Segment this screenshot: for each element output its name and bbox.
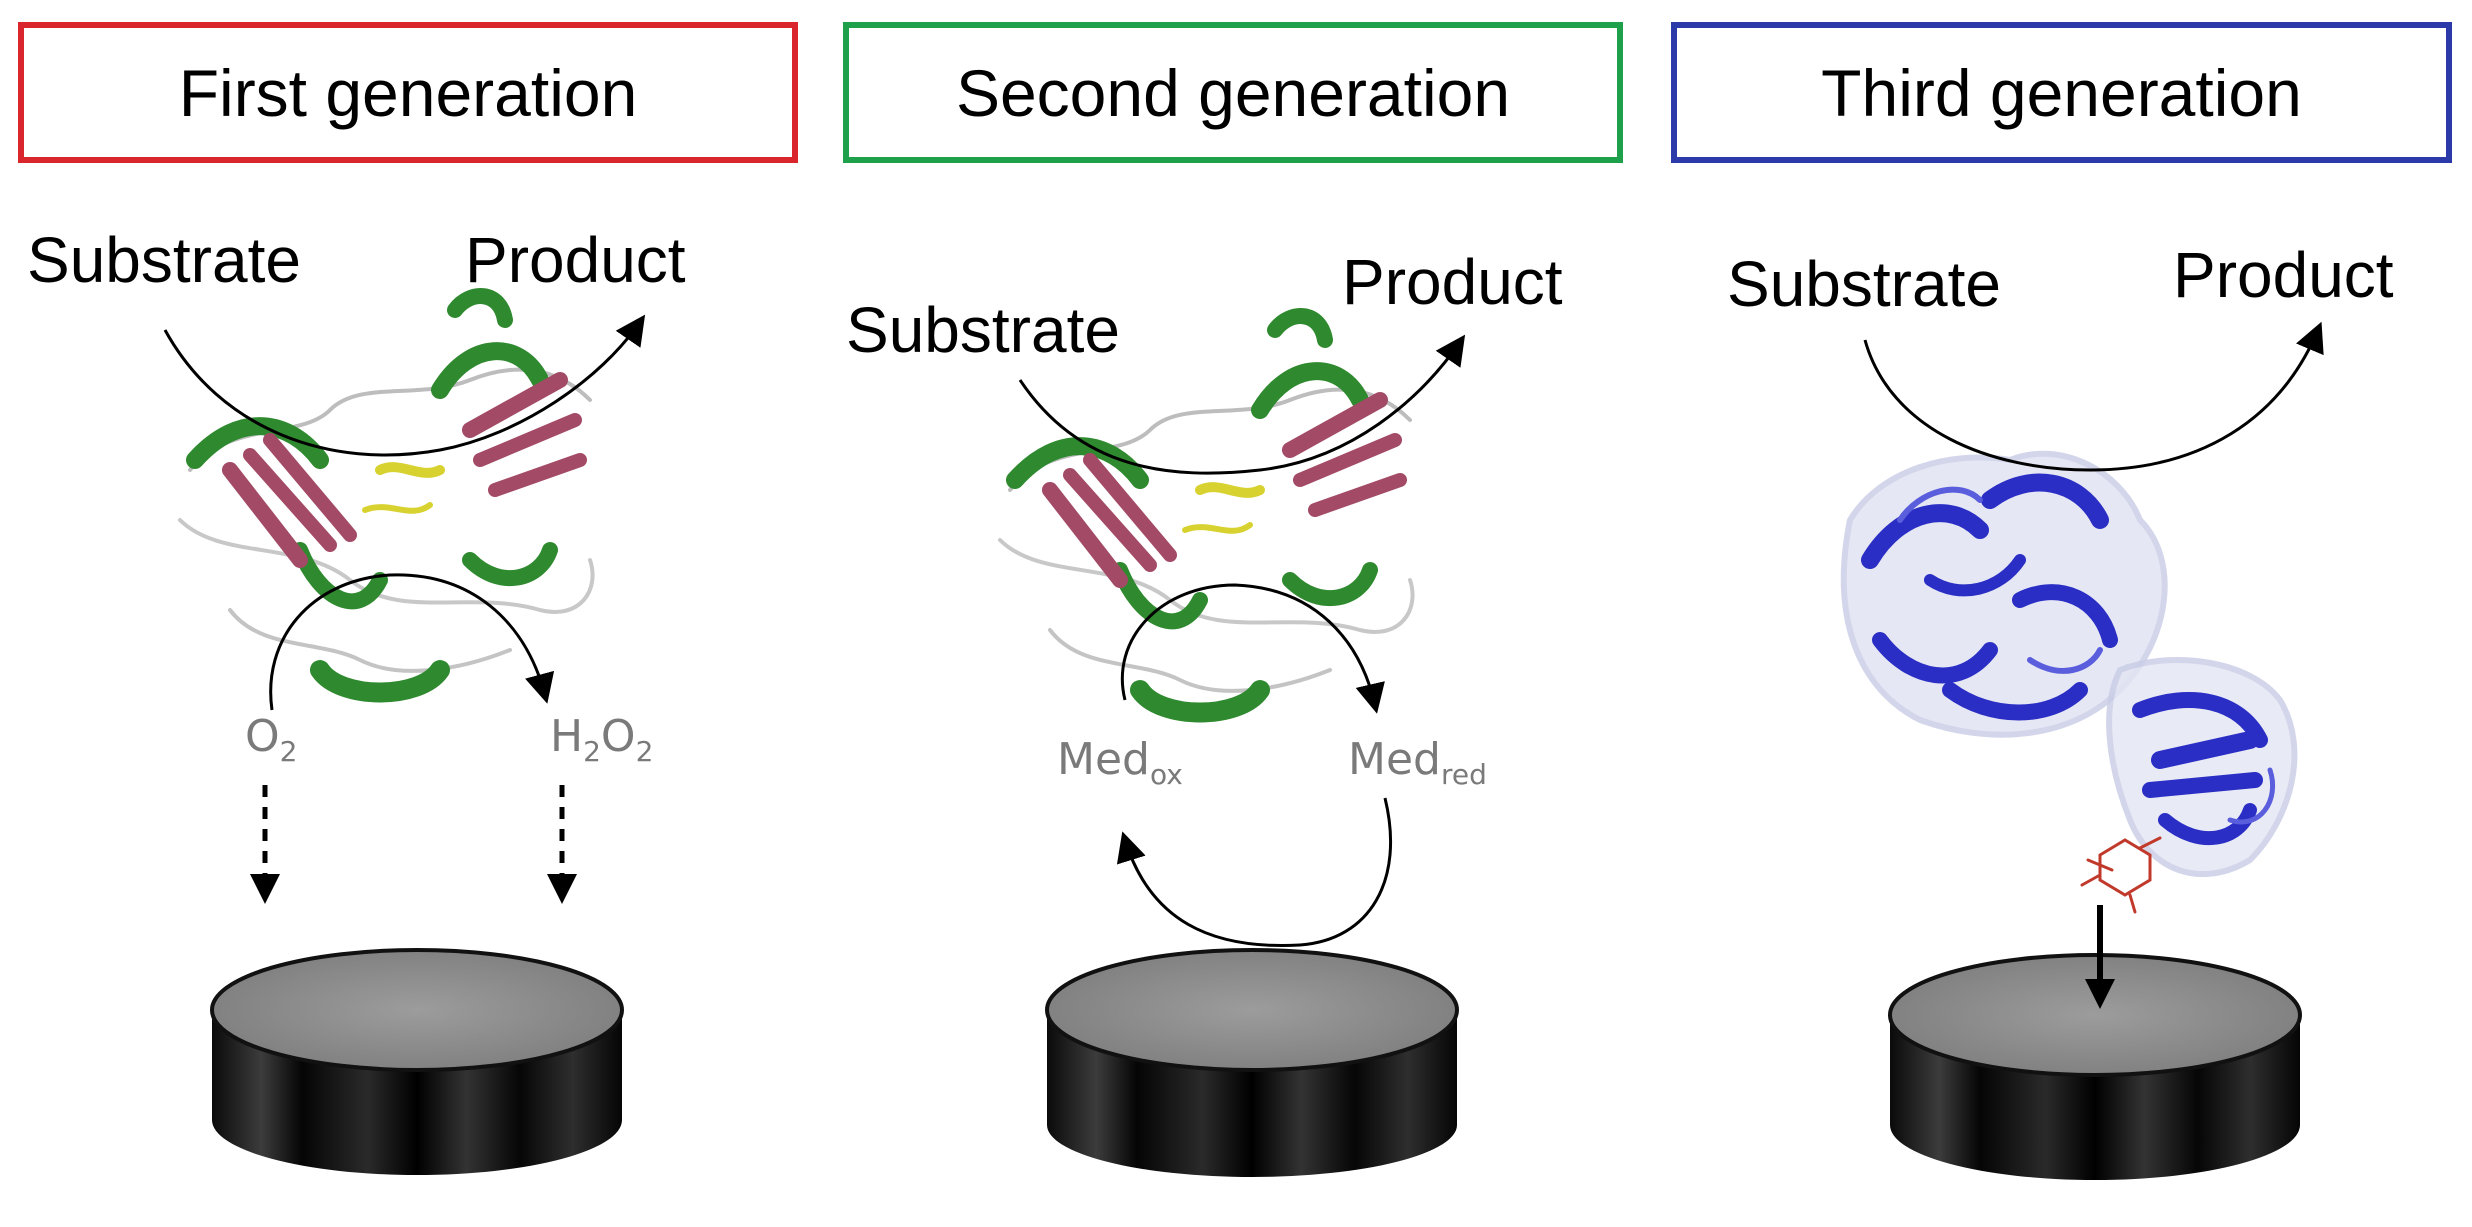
first-generation-box: First generation (18, 22, 798, 163)
panel-third-generation (1840, 321, 2324, 1180)
product-label-1: Product (465, 224, 686, 296)
product-label-2: Product (1342, 246, 1563, 318)
med-ox-label: Medox (1057, 734, 1183, 791)
substrate-label-2: Substrate (846, 294, 1120, 366)
panel-second-generation (998, 308, 1466, 1177)
electrode-2 (1045, 948, 1459, 1177)
o2-label: O2 (245, 711, 298, 768)
protein-fad-enzyme-2 (998, 308, 1415, 723)
protein-fad-enzyme-1 (178, 288, 595, 703)
electrode-1 (210, 948, 624, 1175)
heme-cofactor (2080, 836, 2162, 914)
electrode-3 (1888, 953, 2302, 1180)
substrate-to-product-arrow-2 (1018, 334, 1466, 475)
substrate-to-product-arrow-1 (163, 314, 646, 457)
first-generation-title: First generation (178, 55, 638, 130)
electrode-regeneration-arrow (1116, 797, 1393, 948)
panel-first-generation (163, 288, 646, 1175)
substrate-to-product-arrow-3 (1863, 321, 2324, 472)
third-generation-box: Third generation (1671, 22, 2452, 163)
product-label-3: Product (2173, 239, 2394, 311)
substrate-label-3: Substrate (1727, 248, 2001, 320)
second-generation-box: Second generation (843, 22, 1623, 163)
oxygen-to-peroxide-arrow (269, 573, 555, 711)
second-generation-title: Second generation (955, 55, 1511, 130)
substrate-label-1: Substrate (27, 224, 301, 296)
protein-cdh-enzyme (1840, 450, 2298, 914)
med-red-label: Medred (1348, 734, 1487, 791)
med-ox-to-red-arrow (1120, 583, 1385, 714)
h2o2-label: H2O2 (550, 711, 654, 768)
third-generation-title: Third generation (1821, 55, 2302, 130)
